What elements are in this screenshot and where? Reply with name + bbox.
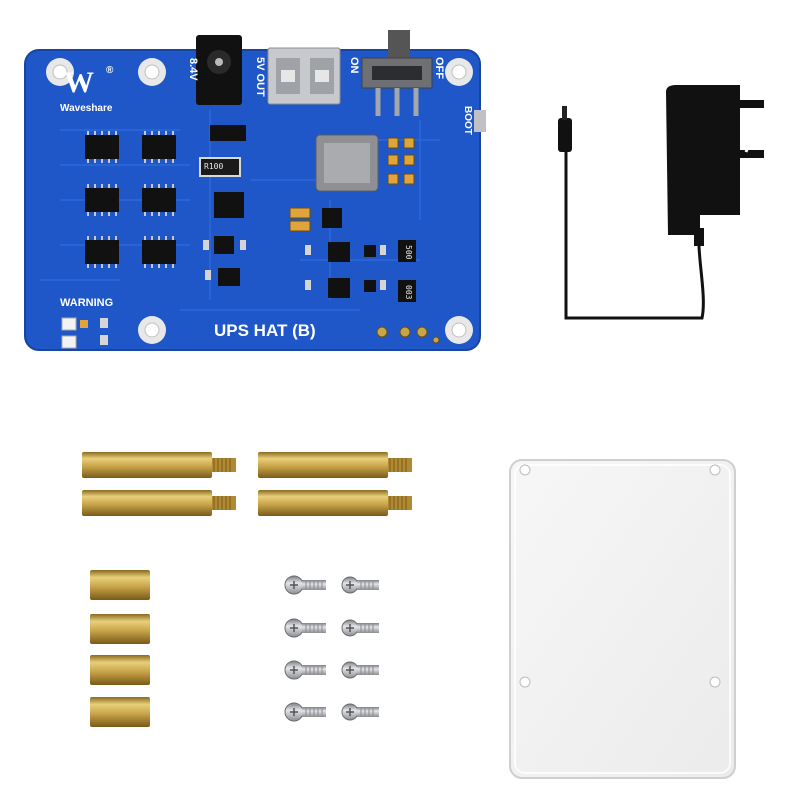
dc-jack (196, 35, 242, 105)
mounting-holes (46, 58, 473, 344)
soic-chips (85, 135, 176, 264)
ic-chips (210, 125, 416, 302)
usb-output-label: 5V OUT (254, 57, 266, 97)
power-adapter (558, 85, 764, 320)
boot-button (474, 110, 486, 132)
warning-leds (61, 317, 88, 349)
brand-mark: W (64, 66, 94, 99)
dc-input-label: 8.4V (187, 58, 199, 81)
long-standoffs (82, 452, 412, 516)
lightning-icon (742, 119, 754, 153)
screws (284, 575, 379, 722)
on-label: ON (348, 57, 360, 74)
pogo-pins (376, 326, 440, 344)
warning-label: WARNING (60, 297, 114, 309)
shunt-resistor (199, 157, 241, 177)
registered-mark: ® (106, 65, 114, 76)
short-standoffs (90, 570, 150, 727)
inductor (315, 134, 379, 192)
chip-label-a: 500 (404, 245, 413, 260)
brand-name: Waveshare (60, 103, 113, 114)
boot-label: BOOT (462, 106, 473, 135)
usb-port (267, 47, 341, 105)
resistor-label: R100 (204, 162, 224, 171)
ups-hat-board (24, 30, 486, 351)
off-label: OFF (433, 57, 445, 79)
board-model: UPS HAT (B) (214, 321, 316, 340)
power-switch (361, 30, 433, 116)
chip-label-b: 003 (404, 285, 413, 300)
acrylic-plate (509, 459, 736, 779)
